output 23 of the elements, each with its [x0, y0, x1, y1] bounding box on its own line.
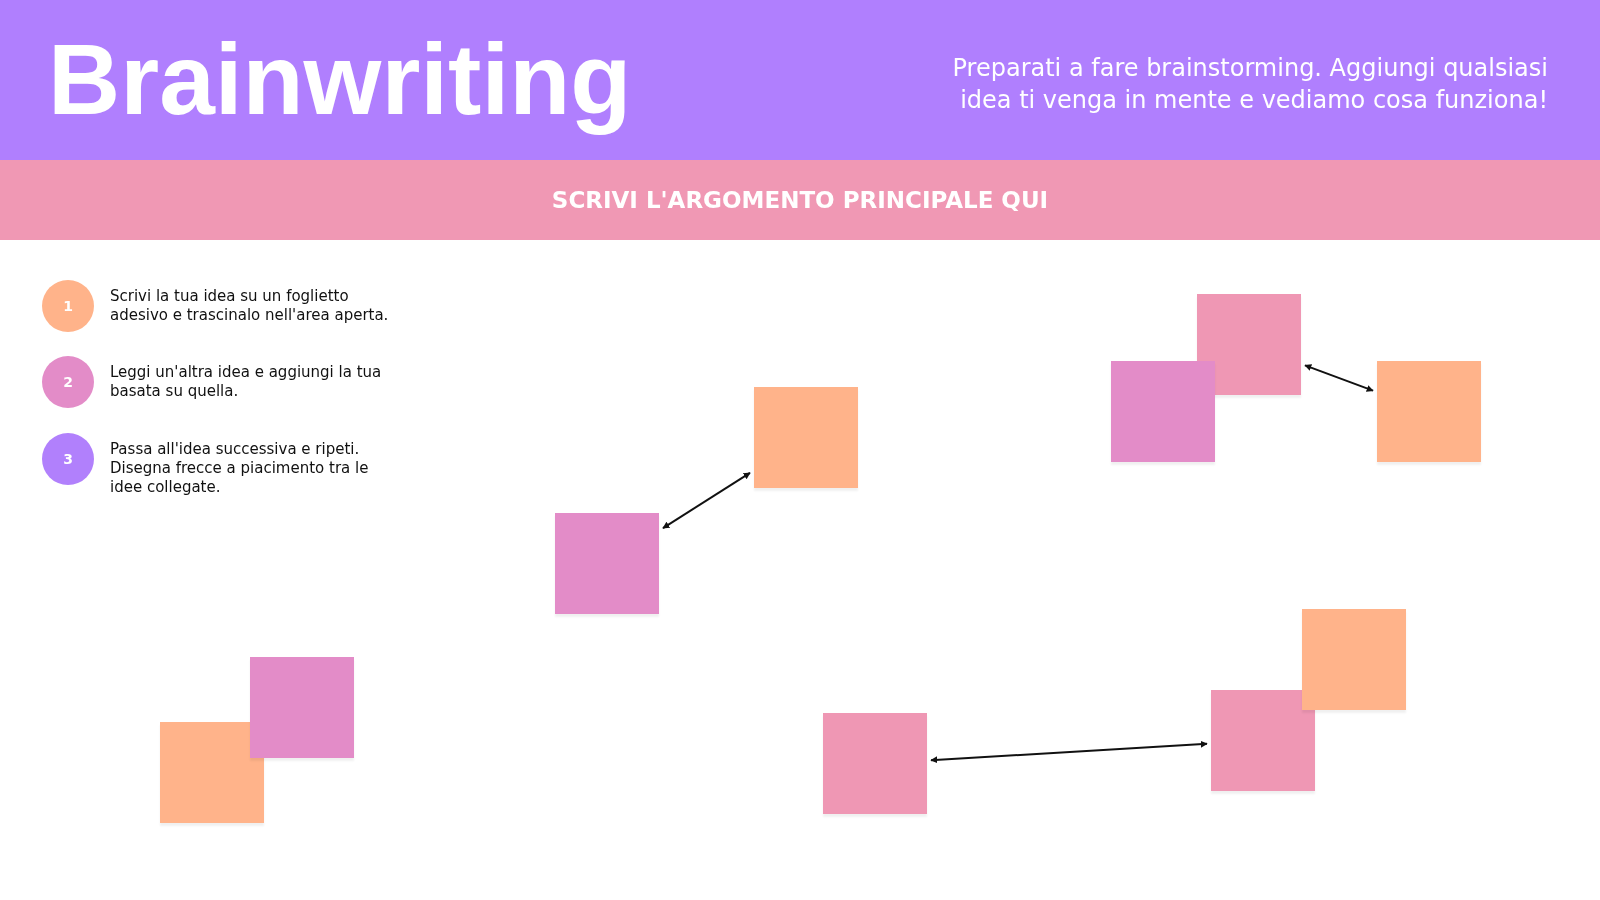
step-circle: 2 — [42, 356, 94, 408]
sticky-note — [1302, 609, 1406, 710]
step-circle: 3 — [42, 433, 94, 485]
sticky-note — [1377, 361, 1481, 462]
sticky-note — [823, 713, 927, 814]
topic-band — [0, 160, 1600, 240]
sticky-note — [1211, 690, 1315, 791]
double-headed-arrow — [930, 740, 1208, 764]
sticky-note — [1111, 361, 1215, 462]
sticky-note — [555, 513, 659, 614]
step-instruction: Leggi un'altra idea e aggiungi la tua basata su quella. — [110, 363, 383, 401]
sticky-note — [250, 657, 354, 758]
step-instruction: Passa all'idea successiva e ripeti. Disegna frecce a piacimento tra le idee collegate. — [110, 440, 370, 497]
topic-heading: SCRIVI L'ARGOMENTO PRINCIPALE QUI — [551, 187, 1049, 213]
double-headed-arrow — [662, 471, 751, 530]
sticky-note — [1197, 294, 1301, 395]
subtitle: Preparati a fare brainstorming. Aggiungi qualsiasi idea ti venga in mente e vediamo cosa funziona! — [951, 53, 1548, 116]
step-instruction: Scrivi la tua idea su un foglietto adesivo e trascinalo nell'area aperta. — [110, 287, 390, 325]
double-headed-arrow — [1304, 364, 1374, 392]
sticky-note — [160, 722, 264, 823]
step-circle: 1 — [42, 280, 94, 332]
title: Brainwriting — [48, 22, 632, 137]
sticky-note — [754, 387, 858, 488]
